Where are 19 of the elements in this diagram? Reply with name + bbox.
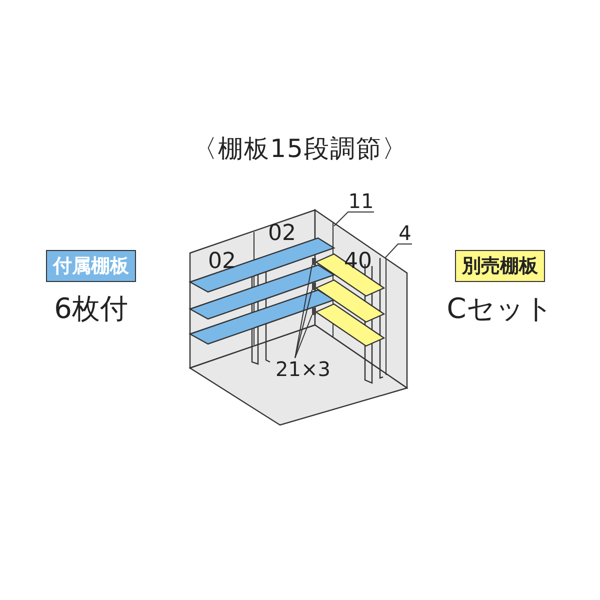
shelf-bracket [312, 258, 316, 265]
title: 〈棚板15段調節〉 [191, 133, 409, 165]
leader-line [334, 212, 374, 226]
shelf-label: 02 [268, 222, 296, 246]
category-badge: 別売棚板 [455, 250, 545, 282]
quantity-text: Cセット [446, 291, 554, 327]
leader-line [384, 244, 412, 258]
leader-line [294, 290, 312, 358]
shelf-bracket [312, 308, 316, 315]
leader-line [294, 264, 312, 358]
dimension-number: 11 [348, 190, 374, 212]
leader-line [294, 314, 312, 358]
category-badge: 付属棚板 [46, 250, 136, 282]
shelf-label: 40 [344, 250, 372, 274]
dimension-number: 21×3 [276, 358, 330, 380]
quantity-text: 6枚付 [54, 291, 128, 327]
dimension-number: 4 [398, 222, 412, 244]
shelf-label: 02 [208, 250, 236, 274]
shelf-bracket [312, 283, 316, 290]
